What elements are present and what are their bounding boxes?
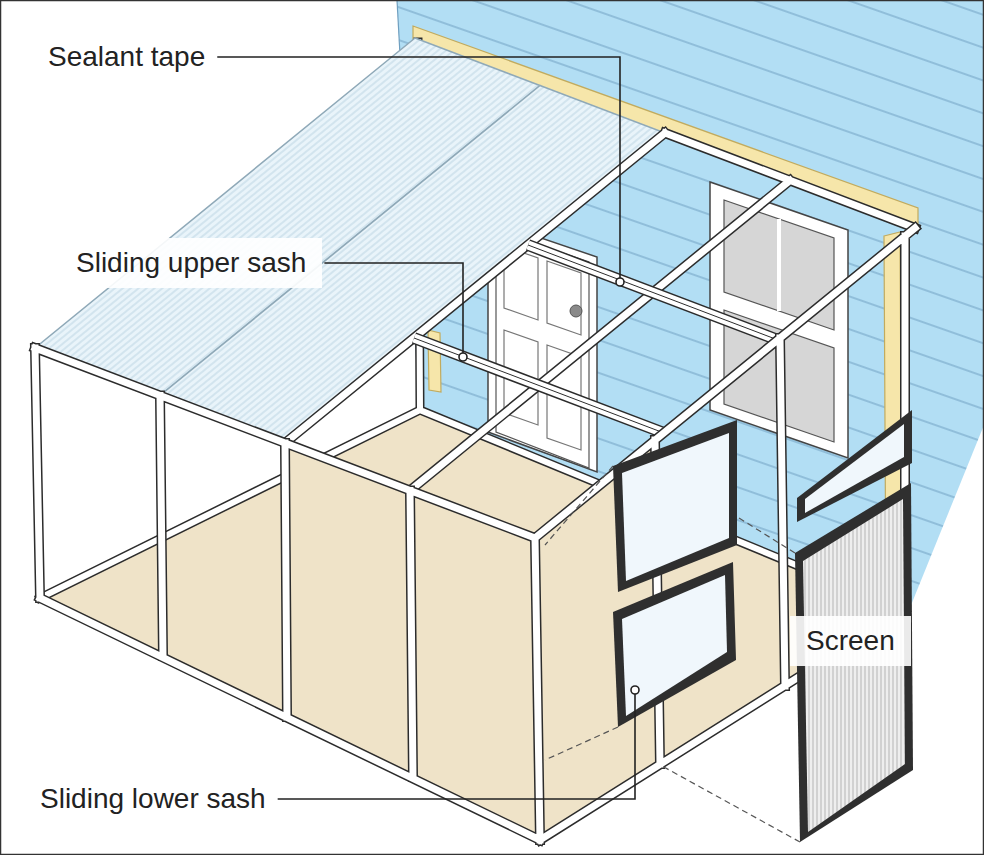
roof-frame — [285, 133, 915, 491]
leader-line — [324, 263, 463, 357]
callout-label: Sliding upper sash — [60, 238, 322, 288]
wall-frame-outline — [35, 228, 915, 840]
door-panel — [547, 261, 581, 335]
wall-frame — [35, 228, 915, 840]
projection-line — [662, 766, 800, 842]
sash-glass — [622, 575, 727, 716]
floor — [40, 410, 905, 840]
callout-label: Sliding lower sash — [40, 782, 266, 816]
projection-line — [545, 466, 613, 545]
window-muntin — [777, 219, 781, 311]
callout-label: Sealant tape — [48, 40, 205, 74]
projection-line — [545, 727, 618, 760]
leader-dot — [459, 353, 467, 361]
roof-frame-outline — [285, 133, 915, 491]
leader-line — [278, 690, 635, 799]
door-knob — [570, 305, 582, 317]
callout-label: Screen — [790, 616, 911, 666]
sash-rail-seam — [414, 245, 778, 433]
leader-dot — [616, 278, 624, 286]
sash-rail-outline — [414, 245, 778, 433]
lower-sash-frame — [613, 562, 736, 727]
upper-sash-frame — [613, 420, 737, 592]
leader-dot — [631, 686, 639, 694]
sash-rail — [414, 245, 778, 433]
sash-glass — [622, 433, 729, 581]
